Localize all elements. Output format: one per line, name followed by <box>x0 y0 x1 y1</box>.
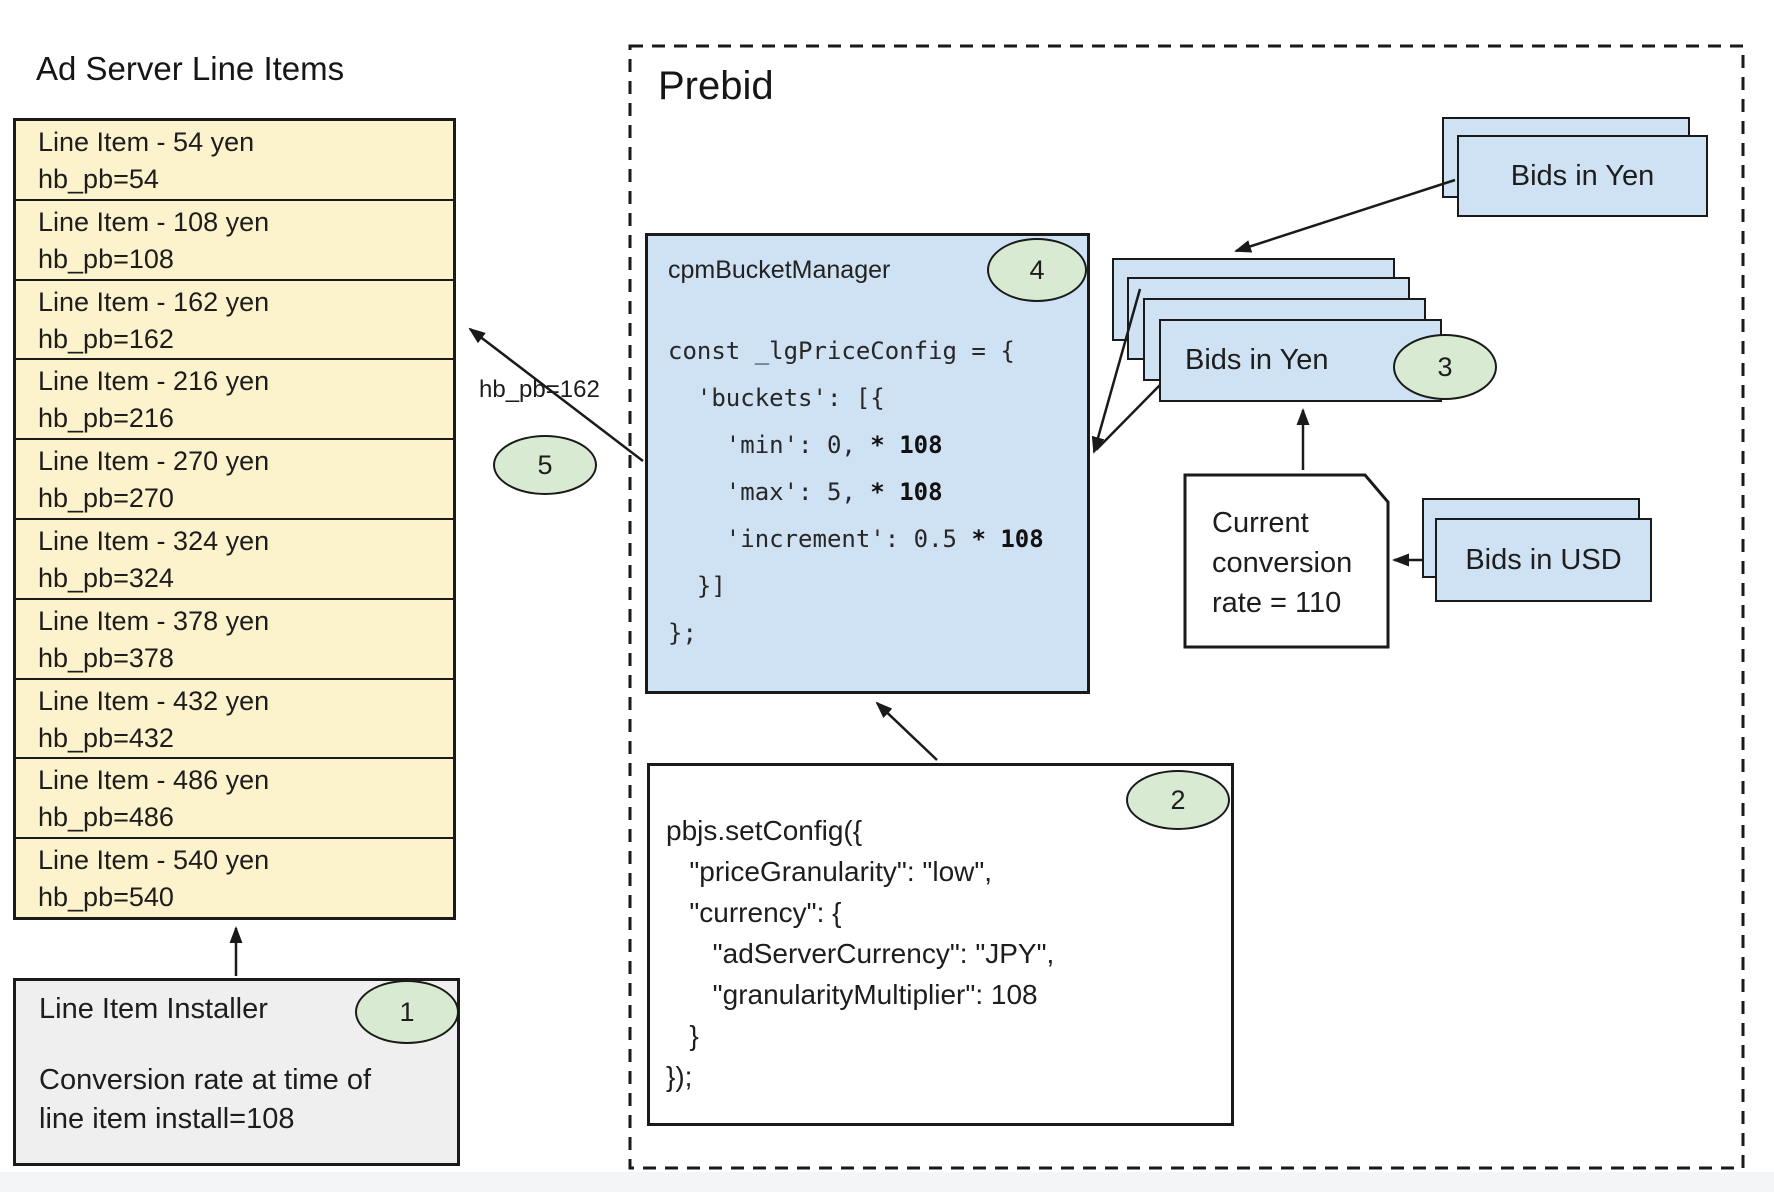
line-item-name: Line Item - 378 yen <box>38 605 270 636</box>
code-line: 'min': 0, * 108 <box>668 431 943 459</box>
table-row: Line Item - 270 yen hb_pb=270 <box>16 438 453 518</box>
code-line: 'increment': 0.5 * 108 <box>668 525 1044 553</box>
table-row: Line Item - 324 yen hb_pb=324 <box>16 517 453 598</box>
table-row: Line Item - 540 yen hb_pb=540 <box>16 837 453 917</box>
code-line: }); <box>666 1061 693 1092</box>
cpm-bucket-manager-title: cpmBucketManager <box>668 256 891 284</box>
line-item-hb-pb: hb_pb=324 <box>38 562 174 593</box>
step-badge-5: 5 <box>493 435 597 495</box>
step-badge-4: 4 <box>987 238 1087 302</box>
code-line: 'max': 5, * 108 <box>668 478 943 506</box>
line-item-name: Line Item - 486 yen <box>38 765 270 796</box>
conversion-note-text: Current conversion rate = 110 <box>1212 507 1353 619</box>
table-row: Line Item - 54 yen hb_pb=54 <box>16 121 453 199</box>
code-line: }] <box>668 572 726 600</box>
line-item-hb-pb: hb_pb=216 <box>38 403 174 434</box>
step-badge-1: 1 <box>355 980 459 1044</box>
line-item-hb-pb: hb_pb=54 <box>38 164 159 194</box>
code-line: const _lgPriceConfig = { <box>668 337 1015 365</box>
prebid-title: Prebid <box>658 64 774 108</box>
installer-title: Line Item Installer <box>39 993 268 1025</box>
code-line: }; <box>668 619 697 647</box>
arrow-yen-top-to-yen-stack <box>1234 178 1456 253</box>
line-item-hb-pb: hb_pb=378 <box>38 642 174 673</box>
table-row: Line Item - 378 yen hb_pb=378 <box>16 597 453 678</box>
code-line: "adServerCurrency": "JPY", <box>666 938 1055 969</box>
page-bottom-strip <box>0 1172 1774 1192</box>
table-row: Line Item - 432 yen hb_pb=432 <box>16 677 453 758</box>
step-badge-3: 3 <box>1393 334 1497 400</box>
code-line: 'buckets': [{ <box>668 384 885 412</box>
cpm-bucket-manager-box: cpmBucketManager const _lgPriceConfig = … <box>645 233 1090 694</box>
arrow-yen-stack-to-cpm-2 <box>1095 384 1161 451</box>
line-item-name: Line Item - 540 yen <box>38 845 270 876</box>
code-line: "granularityMultiplier": 108 <box>666 979 1038 1010</box>
arrow-setconfig-to-cpm <box>875 701 938 761</box>
table-row: Line Item - 108 yen hb_pb=108 <box>16 198 453 279</box>
line-item-name: Line Item - 162 yen <box>38 286 270 317</box>
line-item-name: Line Item - 270 yen <box>38 446 270 477</box>
line-items-table: Line Item - 54 yen hb_pb=54 Line Item - … <box>13 118 456 920</box>
line-item-name: Line Item - 54 yen <box>38 127 255 157</box>
code-line: "currency": { <box>666 897 842 928</box>
installer-note: Conversion rate at time of line item ins… <box>39 1064 372 1135</box>
line-item-name: Line Item - 324 yen <box>38 525 270 556</box>
code-line: pbjs.setConfig({ <box>666 815 863 846</box>
ad-server-title: Ad Server Line Items <box>36 50 345 87</box>
bids-in-yen-card: Bids in Yen <box>1457 135 1708 217</box>
line-item-hb-pb: hb_pb=162 <box>38 323 174 354</box>
code-line: } <box>666 1020 699 1051</box>
code-line: "priceGranularity": "low", <box>666 856 993 887</box>
hb-pb-arrow-label: hb_pb=162 <box>479 376 600 403</box>
line-item-name: Line Item - 216 yen <box>38 366 270 397</box>
set-config-code: pbjs.setConfig({ "priceGranularity": "lo… <box>666 810 1054 1097</box>
bids-in-usd-card: Bids in USD <box>1435 518 1652 602</box>
line-item-hb-pb: hb_pb=486 <box>38 802 174 833</box>
step-badge-2: 2 <box>1126 770 1230 830</box>
table-row: Line Item - 486 yen hb_pb=486 <box>16 757 453 837</box>
line-item-hb-pb: hb_pb=108 <box>38 243 174 274</box>
table-row: Line Item - 162 yen hb_pb=162 <box>16 278 453 359</box>
line-item-name: Line Item - 432 yen <box>38 685 270 716</box>
table-row: Line Item - 216 yen hb_pb=216 <box>16 358 453 438</box>
line-item-hb-pb: hb_pb=270 <box>38 483 174 514</box>
line-item-hb-pb: hb_pb=432 <box>38 722 174 753</box>
line-item-name: Line Item - 108 yen <box>38 206 270 237</box>
cpm-code: const _lgPriceConfig = { 'buckets': [{ '… <box>668 328 1044 657</box>
line-item-hb-pb: hb_pb=540 <box>38 882 174 913</box>
